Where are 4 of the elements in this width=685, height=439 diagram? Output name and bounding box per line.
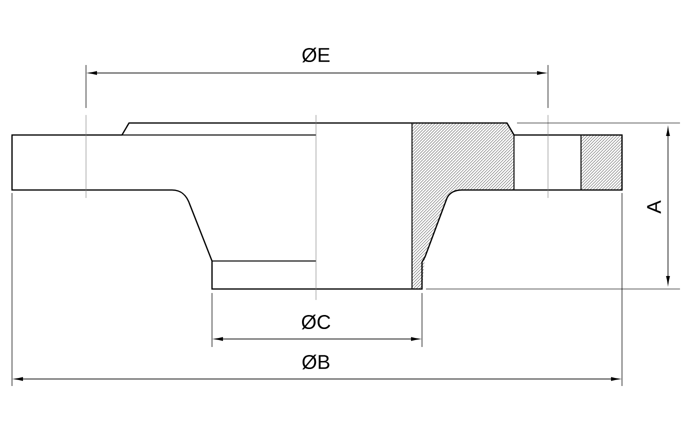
dimension-label: ØC bbox=[302, 314, 330, 330]
dimension-label: ØB bbox=[302, 354, 330, 370]
dimension-label: ØE bbox=[302, 48, 330, 62]
dimension-label: A bbox=[647, 200, 661, 214]
